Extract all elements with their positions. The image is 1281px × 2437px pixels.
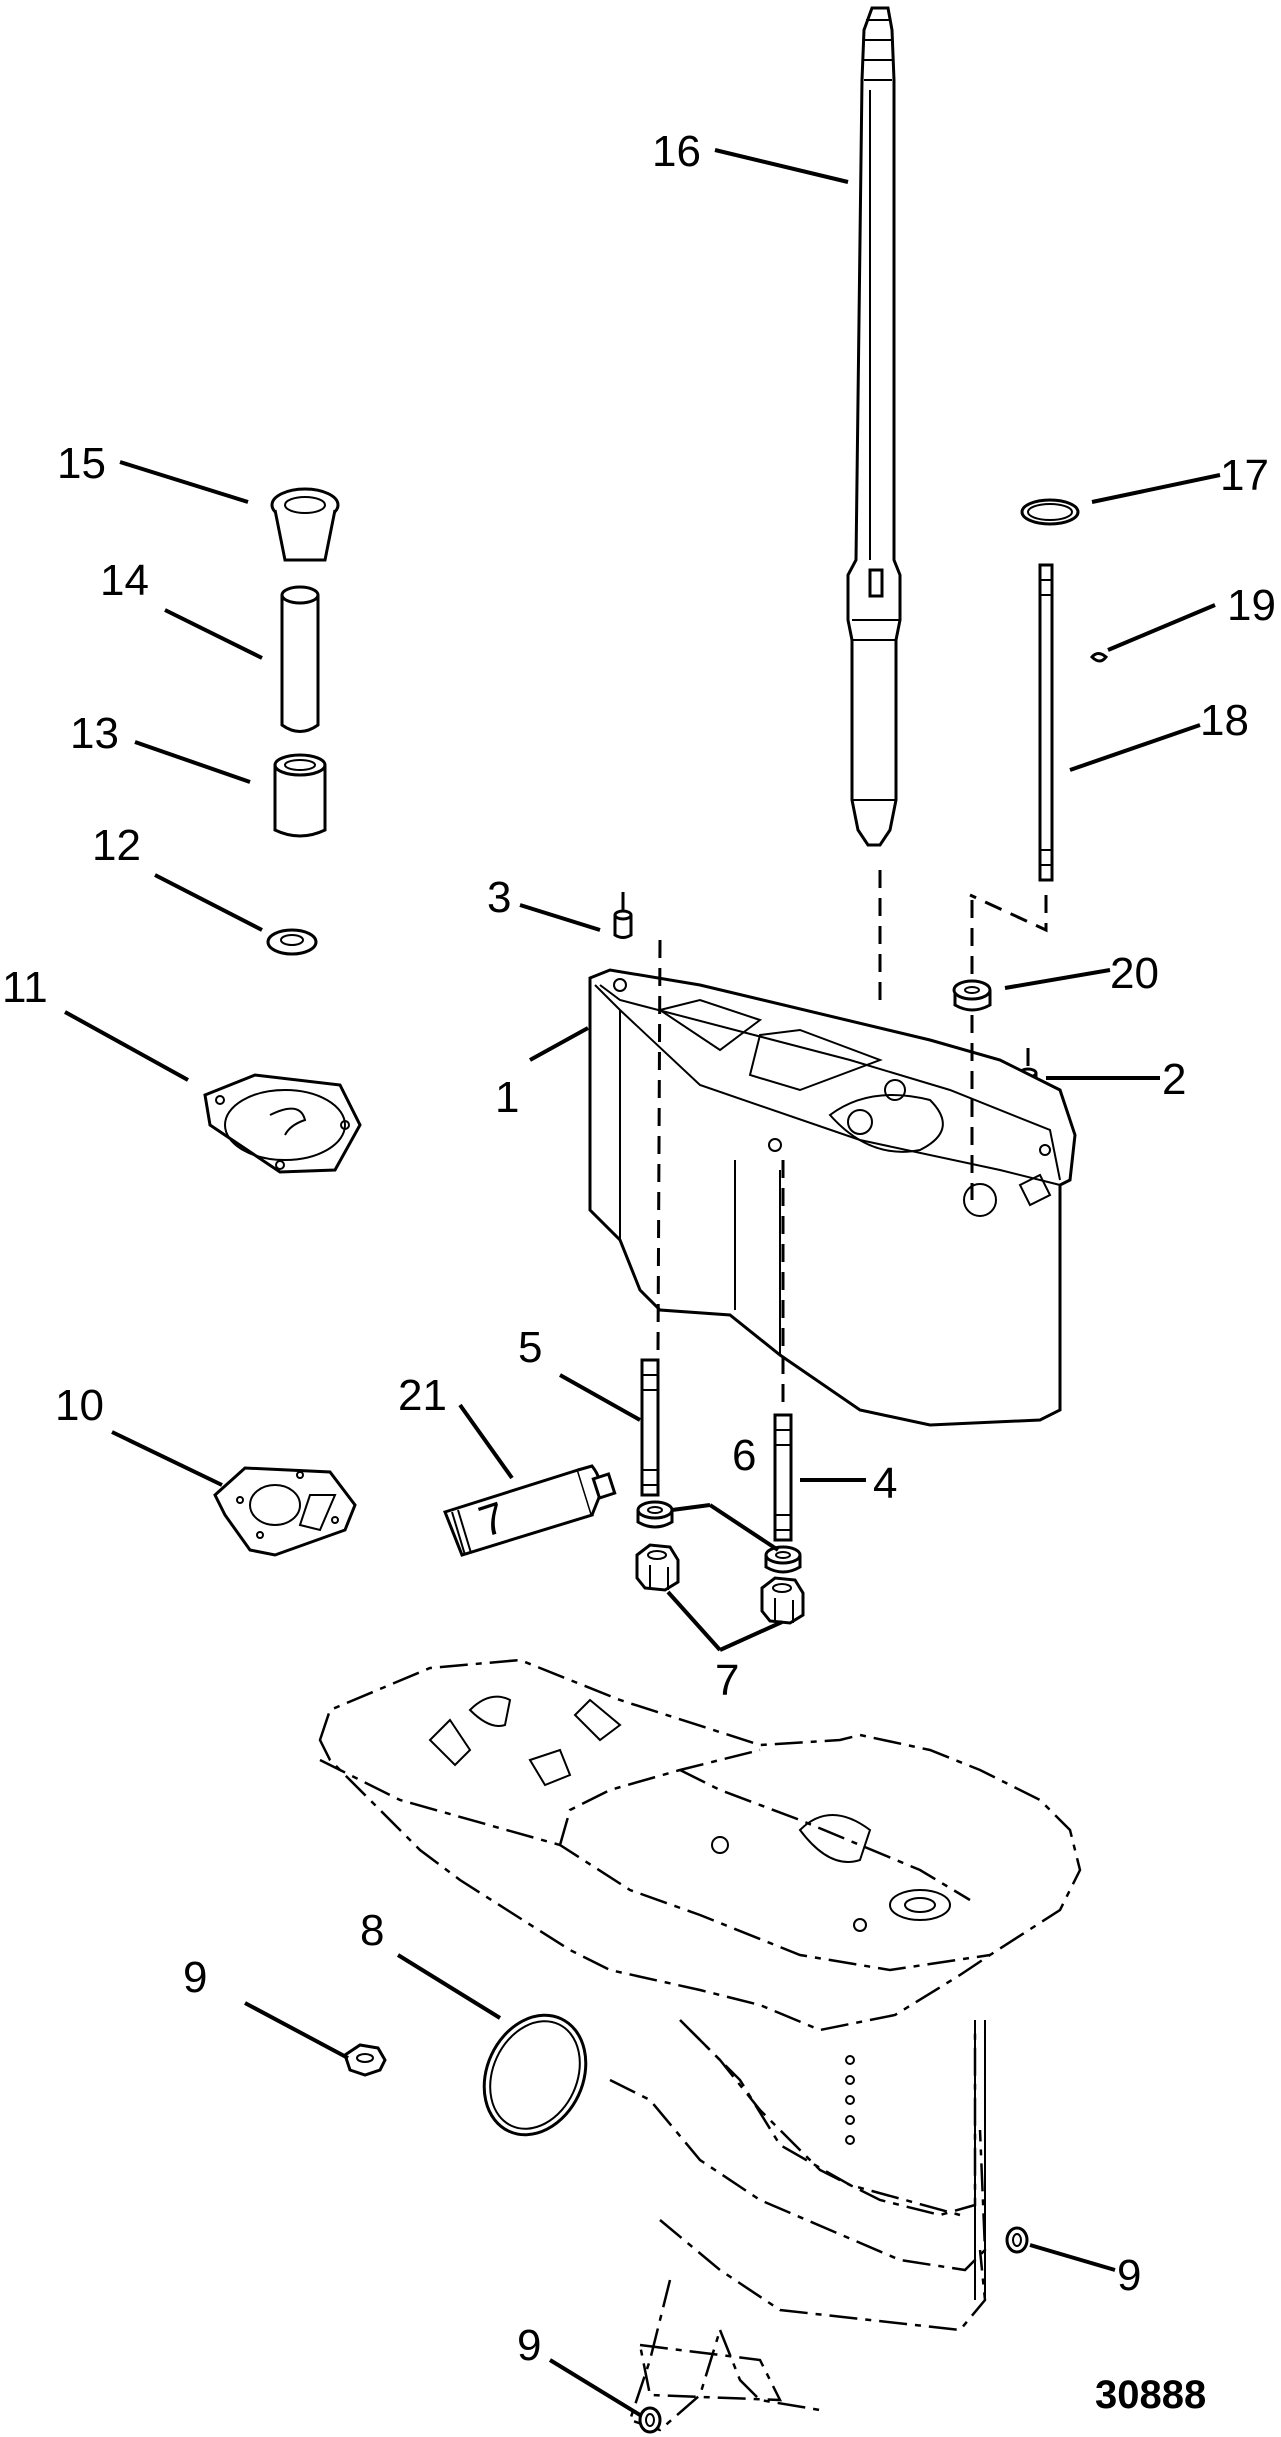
callout-4: 4 xyxy=(873,1459,897,1508)
callout-9-right: 9 xyxy=(1117,2251,1141,2300)
plug-part-9-bottom[interactable] xyxy=(638,2406,662,2434)
figure-number: 30888 xyxy=(1095,2373,1206,2417)
callout-2: 2 xyxy=(1162,1055,1186,1104)
callout-17: 16 xyxy=(652,127,701,176)
callout-labels: 16 15 14 13 12 11 17 19 18 20 2 3 1 5 21… xyxy=(2,127,1276,2370)
washer-part-13[interactable] xyxy=(266,928,318,956)
o-ring-part-18[interactable] xyxy=(1020,498,1080,526)
callout-13: 12 xyxy=(92,821,141,870)
callout-11: 10 xyxy=(55,1381,104,1430)
small-washer-part-20[interactable] xyxy=(1089,652,1109,663)
callout-1: 1 xyxy=(495,1073,519,1122)
stud-part-19[interactable] xyxy=(1038,563,1054,882)
spacer-housing-part-1[interactable] xyxy=(588,968,1077,1427)
nut-part-7-right[interactable] xyxy=(760,1576,805,1625)
gearcase-phantom-outline xyxy=(318,1658,1082,2432)
driveshaft-part-17[interactable] xyxy=(846,6,902,847)
alignment-lines xyxy=(621,870,1048,1405)
o-ring-part-8[interactable] xyxy=(465,1999,604,2152)
callout-19: 18 xyxy=(1200,696,1249,745)
washer-part-6-right[interactable] xyxy=(764,1545,802,1574)
grommet-part-14[interactable] xyxy=(273,753,327,838)
washer-part-21[interactable] xyxy=(952,979,992,1012)
callout-8: 8 xyxy=(360,1906,384,1955)
callout-15: 14 xyxy=(100,556,149,605)
callout-7: 7 xyxy=(715,1656,739,1705)
callout-6: 6 xyxy=(732,1431,756,1480)
leader-lines xyxy=(64,148,1221,2417)
callout-10: 9 xyxy=(183,1953,207,2002)
nut-part-10[interactable] xyxy=(343,2043,387,2077)
washer-part-6-left[interactable] xyxy=(636,1500,674,1529)
stud-part-4[interactable] xyxy=(773,1413,793,1542)
gasket-part-11[interactable] xyxy=(213,1466,357,1557)
callout-12: 11 xyxy=(2,963,48,1012)
callout-9-bottom: 9 xyxy=(517,2321,541,2370)
callout-22: 21 xyxy=(398,1371,447,1420)
callout-18: 17 xyxy=(1220,451,1269,500)
callout-16: 15 xyxy=(57,439,106,488)
stud-part-5[interactable] xyxy=(640,1358,660,1497)
dowel-pin-part-3[interactable] xyxy=(613,909,633,939)
callout-3: 3 xyxy=(487,873,511,922)
face-plate-part-12[interactable] xyxy=(203,1073,362,1174)
plug-part-9-right[interactable] xyxy=(1005,2226,1029,2254)
nut-part-7-left[interactable] xyxy=(635,1543,680,1592)
lubricant-tube-part-22[interactable]: 7 xyxy=(443,1464,617,1557)
callout-14: 13 xyxy=(70,709,119,758)
callout-21: 20 xyxy=(1110,949,1159,998)
seal-cup-part-16[interactable] xyxy=(270,487,340,562)
water-tube-part-15[interactable] xyxy=(280,585,320,733)
callout-5: 5 xyxy=(518,1323,542,1372)
callout-20: 19 xyxy=(1227,581,1276,630)
